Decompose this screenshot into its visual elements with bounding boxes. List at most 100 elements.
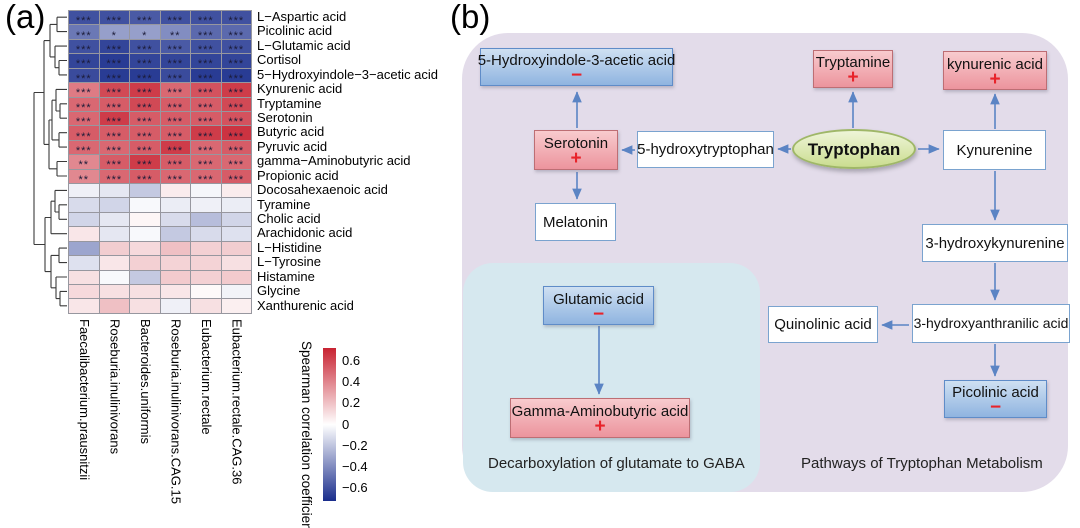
heatmap-cell: [221, 184, 252, 199]
heatmap-cell: ***: [191, 25, 222, 41]
heatmap-cell: [221, 241, 252, 257]
heatmap-cell: **: [69, 155, 100, 171]
heatmap-row-label: Arachidonic acid: [257, 225, 353, 241]
heatmap-cell: [221, 256, 252, 271]
heatmap-cell: ***: [191, 126, 222, 142]
colorbar-tick-label: −0.4: [342, 459, 368, 474]
heatmap-row-label: Butyric acid: [257, 124, 325, 140]
heatmap-cell: [191, 299, 222, 314]
heatmap-cell: ***: [191, 97, 222, 113]
heatmap-cell: [99, 285, 130, 300]
heatmap-cell: ***: [160, 68, 191, 84]
heatmap-row-label: Kynurenic acid: [257, 81, 343, 97]
node-5-hydroxytryptophan: 5-hydroxytryptophan: [637, 131, 774, 168]
heatmap-cell: ***: [69, 68, 100, 84]
heatmap-cell: ***: [99, 83, 130, 99]
heatmap-cell: [69, 256, 100, 271]
heatmap-row-label: Xanthurenic acid: [257, 297, 354, 313]
node-glutamic-acid: Glutamic acid−: [543, 286, 654, 325]
heatmap-row-label: Tryptamine: [257, 95, 322, 111]
heatmap-cell: ***: [99, 11, 130, 27]
heatmap-row-label: Cortisol: [257, 52, 302, 68]
colorbar-title: Spearman correlation coefficient: [299, 341, 314, 528]
heatmap-row-label: L−Tyrosine: [257, 254, 321, 270]
heatmap-cell: ***: [99, 126, 130, 142]
heatmap-cell: [130, 270, 161, 286]
heatmap-cell: [160, 270, 191, 286]
heatmap-cell: [160, 241, 191, 257]
heatmap-cell: [130, 184, 161, 199]
heatmap-column-label: Eubacterium.rectale.CAG.36: [229, 319, 245, 485]
heatmap-row-label: Histamine: [257, 268, 315, 284]
node-label: 3-hydroxykynurenine: [925, 234, 1065, 252]
heatmap-cell: ***: [160, 155, 191, 171]
heatmap-cell: [160, 227, 191, 242]
node-label: 3-hydroxyanthranilic acid: [913, 315, 1069, 331]
regulation-sign: +: [847, 67, 859, 88]
heatmap-cell: ***: [221, 169, 252, 185]
dendrogram: [33, 16, 67, 307]
heatmap-cell: ***: [99, 155, 130, 171]
heatmap-cell: ***: [221, 68, 252, 84]
colorbar-tick-label: 0.4: [342, 374, 361, 389]
node-picolinic-acid: Picolinic acid−: [944, 380, 1047, 418]
heatmap-cell: **: [69, 169, 100, 185]
heatmap-cell: [160, 256, 191, 271]
node-label: Melatonin: [542, 213, 609, 231]
heatmap-cell: ***: [99, 111, 130, 128]
heatmap-row-label: L−Glutamic acid: [257, 37, 351, 53]
heatmap-cell: [99, 270, 130, 286]
heatmap-row-label: Propionic acid: [257, 167, 339, 183]
heatmap-cell: [191, 212, 222, 228]
heatmap-cell: ***: [221, 11, 252, 27]
heatmap-cell: [160, 212, 191, 228]
colorbar-tick-label: −0.2: [342, 437, 368, 453]
heatmap-cell: ***: [160, 169, 191, 185]
node-label: Glutamic acid: [553, 290, 644, 308]
heatmap-cell: ***: [69, 111, 100, 128]
heatmap-cell: ***: [130, 54, 161, 70]
node-label: 5-Hydroxyindole-3-acetic acid: [477, 52, 676, 69]
heatmap-cell: [160, 285, 191, 300]
heatmap-cell: [191, 285, 222, 300]
heatmap-cell: [69, 299, 100, 314]
heatmap-cell: [99, 212, 130, 228]
heatmap-cell: ***: [191, 83, 222, 99]
heatmap-grid: ****************************************…: [68, 10, 252, 314]
panel-b-label: (b): [450, 0, 491, 35]
heatmap-cell: ***: [191, 39, 222, 56]
heatmap-cell: ***: [130, 68, 161, 84]
heatmap-cell: ***: [69, 126, 100, 142]
node-label: kynurenic acid: [947, 55, 1043, 73]
colorbar-tick-label: −0.6: [342, 480, 368, 496]
heatmap-cell: ***: [160, 54, 191, 70]
heatmap-cell: ***: [69, 25, 100, 41]
heatmap-cell: [130, 299, 161, 314]
heatmap-cell: ***: [160, 97, 191, 113]
heatmap-cell: ***: [191, 54, 222, 70]
heatmap-cell: [99, 299, 130, 314]
heatmap-cell: ***: [130, 111, 161, 128]
heatmap-row-label: Serotonin: [257, 110, 313, 125]
regulation-sign: −: [989, 397, 1002, 418]
colorbar-tick-label: 0.6: [342, 352, 361, 368]
heatmap-cell: ***: [130, 39, 161, 56]
heatmap-cell: ***: [130, 83, 161, 99]
caption-gaba-subpanel: Decarboxylation of glutamate to GABA: [488, 455, 745, 472]
heatmap-cell: ***: [221, 140, 252, 157]
heatmap-cell: **: [160, 25, 191, 41]
heatmap-cell: [160, 184, 191, 199]
node-serotonin: Serotonin+: [534, 130, 618, 170]
node-kynurenic-acid: kynurenic acid+: [943, 51, 1047, 90]
heatmap-column-label: Roseburia.inulinivorans: [107, 319, 123, 455]
heatmap-cell: [160, 198, 191, 213]
panel-a-label: (a): [5, 0, 46, 35]
heatmap-cell: ***: [99, 39, 130, 56]
heatmap-cell: ***: [160, 83, 191, 99]
heatmap-cell: [191, 184, 222, 199]
colorbar-tick-label: 0: [342, 416, 350, 432]
heatmap-cell: ***: [160, 11, 191, 27]
node-5-hydroxyindole-3-acetic-acid: 5-Hydroxyindole-3-acetic acid−: [477, 48, 676, 86]
heatmap-cell: [221, 212, 252, 228]
